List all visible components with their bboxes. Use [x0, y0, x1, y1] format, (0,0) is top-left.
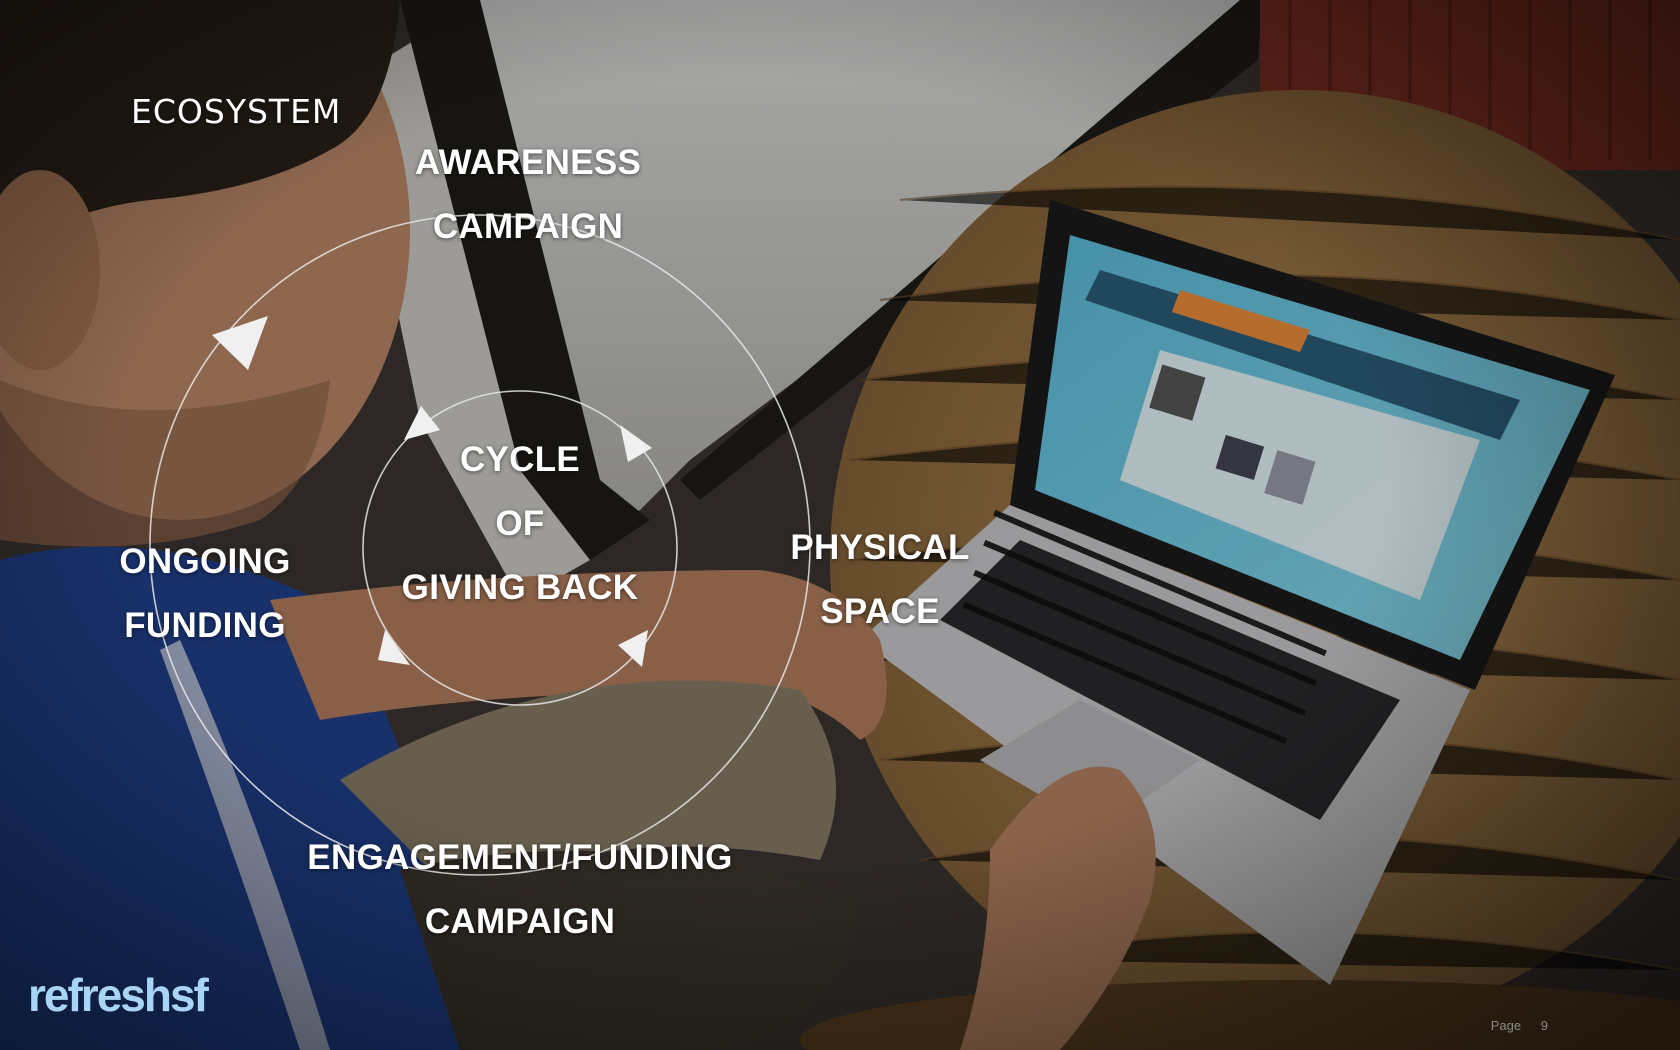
label-awareness-campaign: AWARENESS CAMPAIGN	[393, 131, 663, 259]
page-number: 9	[1540, 1018, 1548, 1033]
label-cycle-line2: OF	[495, 504, 545, 543]
page-indicator: Page 9	[1491, 1018, 1548, 1033]
inner-cycle-ring	[362, 390, 678, 706]
label-ongoing-funding: ONGOING FUNDING	[100, 530, 310, 658]
label-cycle-line3: GIVING BACK	[401, 568, 639, 607]
outer-arrow-icon	[212, 316, 268, 370]
label-ongoing-line2: FUNDING	[124, 606, 286, 645]
inner-arrow-bottom-left-icon	[378, 630, 410, 665]
label-ongoing-line1: ONGOING	[119, 542, 291, 581]
inner-arrow-top-left-icon	[404, 406, 440, 440]
label-cycle-line1: CYCLE	[459, 440, 581, 479]
label-awareness-line1: AWARENESS	[414, 143, 642, 182]
refreshsf-logo: refreshsf	[28, 969, 209, 1021]
label-engagement-funding-campaign: ENGAGEMENT/FUNDING CAMPAIGN	[280, 826, 760, 954]
label-cycle-of-giving-back: CYCLE OF GIVING BACK	[380, 428, 660, 620]
label-physical-line2: SPACE	[820, 592, 940, 631]
label-engagement-line2: CAMPAIGN	[424, 902, 616, 941]
outer-cycle-ring	[149, 214, 811, 876]
inner-arrow-top-right-icon	[620, 425, 652, 462]
label-physical-space: PHYSICAL SPACE	[770, 516, 990, 644]
label-engagement-line1: ENGAGEMENT/FUNDING	[307, 838, 733, 877]
slide-title: ECOSYSTEM	[131, 92, 342, 131]
label-physical-line1: PHYSICAL	[790, 528, 970, 567]
page-label: Page	[1490, 1018, 1522, 1033]
inner-arrow-bottom-right-icon	[618, 630, 648, 667]
label-awareness-line2: CAMPAIGN	[432, 207, 624, 246]
